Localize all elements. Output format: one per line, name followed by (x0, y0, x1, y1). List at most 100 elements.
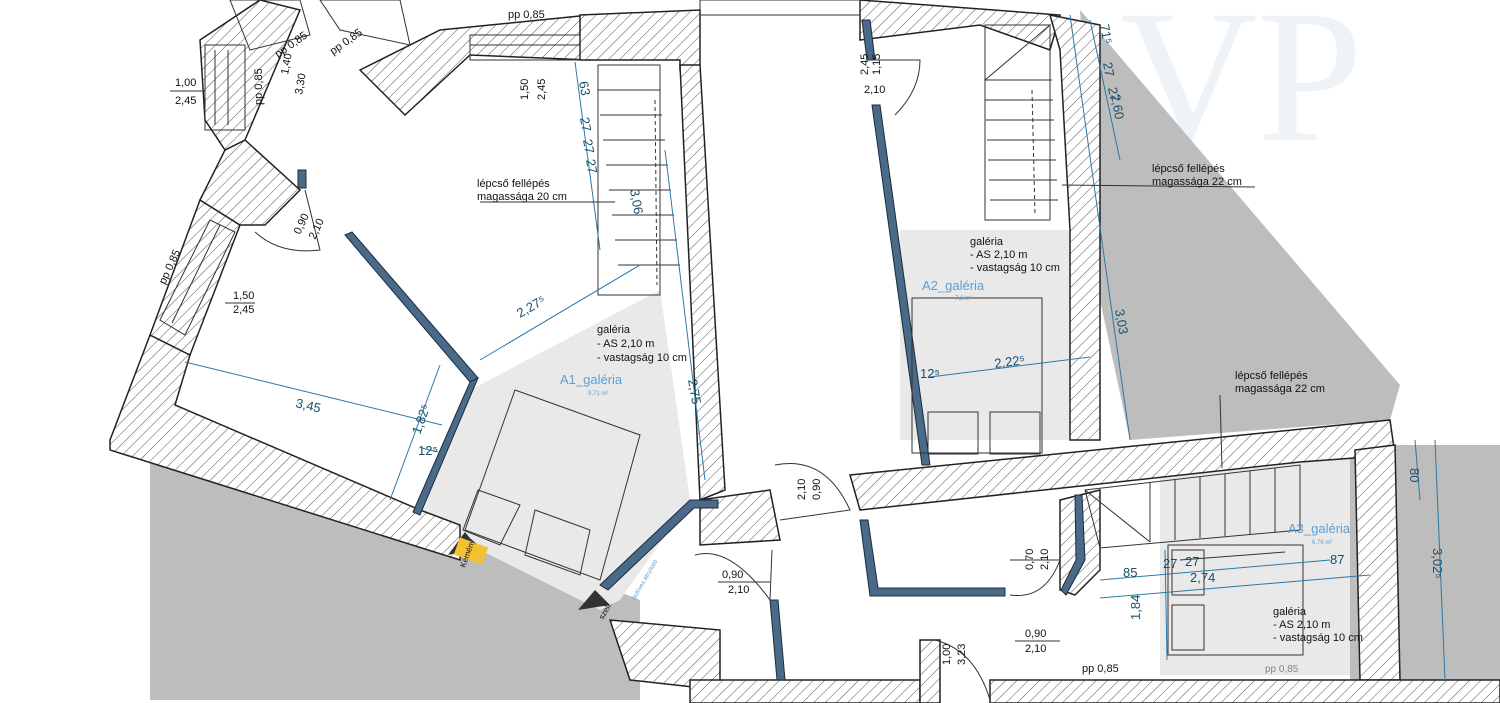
wall-top-mid (579, 9, 701, 71)
dim-27c: 27 (583, 158, 600, 175)
opening-d7-width: 1,00 (941, 644, 953, 665)
door-swing-6 (934, 639, 991, 701)
opening-d2-height: 1,15 (871, 54, 883, 75)
glass-wall-right-stub (1060, 494, 1086, 596)
opening-w8-height: 2,45 (233, 304, 254, 316)
dim-85: 85 (1123, 565, 1137, 580)
glass-wall-a1-right (599, 499, 719, 591)
staircase-a2 (984, 24, 1058, 221)
wall-right-outer (1354, 444, 1401, 681)
opening-d5-width: 0,70 (1024, 549, 1036, 570)
bed-a2 (911, 297, 1043, 455)
wall-right-horizontal (849, 419, 1396, 511)
glass-wall-a1-vert (412, 376, 479, 516)
room-label-a3: A3_galéria (1288, 521, 1351, 536)
dim-80: 80 (1407, 468, 1422, 482)
opening-w1-height: 2,45 (175, 95, 196, 107)
dim-1825: 1,82⁵ (409, 402, 434, 436)
gallery-a2-floor (900, 230, 1090, 440)
opening-d4-width: 0,90 (722, 569, 743, 581)
step-note-1-l1: lépcső fellépés (477, 178, 550, 190)
dim-184: 1,84 (1128, 595, 1143, 620)
room-area-a3: 6,76 m² (1312, 540, 1332, 546)
dim-27e: 27 (1105, 86, 1122, 103)
room-area-a2: 7,3 m² (955, 296, 972, 302)
dim-125b: 12⁵ (920, 366, 940, 381)
wall-door-jamb (919, 639, 941, 703)
opening-d5-height: 2,10 (1039, 549, 1051, 570)
gallery-note-1-l1: - AS 2,10 m (597, 338, 654, 350)
door-swing-2 (875, 59, 921, 116)
shadow-bottom-left (150, 450, 640, 700)
staircase-a3 (1084, 464, 1301, 549)
bed-a3 (1167, 544, 1304, 656)
opening-w11: pp 0,85 (1265, 664, 1299, 675)
dim-345: 3,45 (294, 395, 322, 415)
room-label-a2: A2_galéria (922, 278, 985, 293)
opening-w1-width: 1,00 (175, 77, 196, 89)
wall-middle-bottom (699, 489, 781, 546)
glass-wall-a1-diag (344, 231, 479, 383)
step-note-2-l1: lépcső fellépés (1152, 163, 1225, 175)
dim-27b: 27 (580, 138, 597, 155)
dim-27d: 27 (1100, 61, 1117, 78)
opening-d6-width: 0,90 (1025, 628, 1046, 640)
opening-d3-width: 0,90 (811, 479, 823, 500)
dim-275: 2,75 (685, 378, 704, 406)
step-note-3-l2: magassága 22 cm (1235, 383, 1325, 395)
dim-303: 3,03 (1112, 308, 1131, 336)
opening-d6-height: 2,10 (1025, 643, 1046, 655)
opening-w2: pp 0,85 (253, 68, 265, 105)
window-left (159, 219, 236, 336)
dim-2275: 2,27⁵ (514, 292, 548, 320)
dim-87: 87 (1330, 552, 1344, 567)
opening-d7-height: 3,23 (956, 644, 968, 665)
door-swing-5 (1009, 559, 1061, 597)
gallery-note-3-l2: - vastagság 10 cm (1273, 632, 1363, 644)
dimension-lines (184, 14, 1446, 681)
glass-wall-a2 (871, 104, 931, 466)
dim-260: 2,60 (1108, 93, 1127, 121)
opening-w10: pp 0,85 (1082, 663, 1119, 675)
door-swing-1 (254, 189, 321, 252)
opening-w6: pp 0,85 (508, 9, 545, 21)
opening-d3-height: 2,10 (796, 479, 808, 500)
opening-w7-width: 1,50 (519, 79, 531, 100)
dim-27g: 27 (1185, 554, 1199, 569)
dim-2225: 2,22⁵ (994, 352, 1026, 371)
gallery-note-2-title: galéria (970, 236, 1004, 248)
opening-d4-height: 2,10 (728, 584, 749, 596)
gallery-a1-floor (420, 290, 690, 610)
bed-a1 (462, 389, 641, 581)
glass-wall-top-left (297, 169, 307, 189)
room-area-a1: 9,71 m² (588, 391, 608, 397)
staircase-a1 (597, 64, 680, 296)
opening-w3-width: 1,40 (279, 52, 295, 75)
dim-306: 3,06 (627, 188, 646, 216)
gallery-note-2-l1: - AS 2,10 m (970, 249, 1027, 261)
step-note-1-l2: magassága 20 cm (477, 191, 567, 203)
opening-w7-height: 2,45 (536, 79, 548, 100)
room-label-a1: A1_galéria (560, 372, 623, 387)
wall-bottom (689, 679, 921, 703)
window-bay-top (204, 0, 861, 131)
wall-middle-vertical (679, 64, 726, 502)
wall-top-right (859, 0, 1061, 51)
dim-3025: 3,02⁵ (1430, 548, 1445, 579)
opening-w8-width: 1,50 (233, 290, 254, 302)
wall-top (358, 14, 591, 117)
gallery-note-3-title: galéria (1273, 606, 1307, 618)
door-swing-3 (774, 463, 851, 521)
shadow-right (1080, 10, 1400, 440)
wall-right-upper (1048, 14, 1101, 441)
door-swing-4 (694, 549, 773, 602)
wall-bottom-right (989, 679, 1500, 703)
gallery-note-2-l2: - vastagság 10 cm (970, 262, 1060, 274)
gallery-a3-floor (1160, 455, 1350, 675)
gallery-note-3-l1: - AS 2,10 m (1273, 619, 1330, 631)
dim-274: 2,74 (1190, 570, 1215, 585)
glass-wall-mid-lower (769, 599, 786, 681)
chimney-symbol-1 (448, 532, 489, 565)
step-note-2-l2: magassága 22 cm (1152, 176, 1242, 188)
